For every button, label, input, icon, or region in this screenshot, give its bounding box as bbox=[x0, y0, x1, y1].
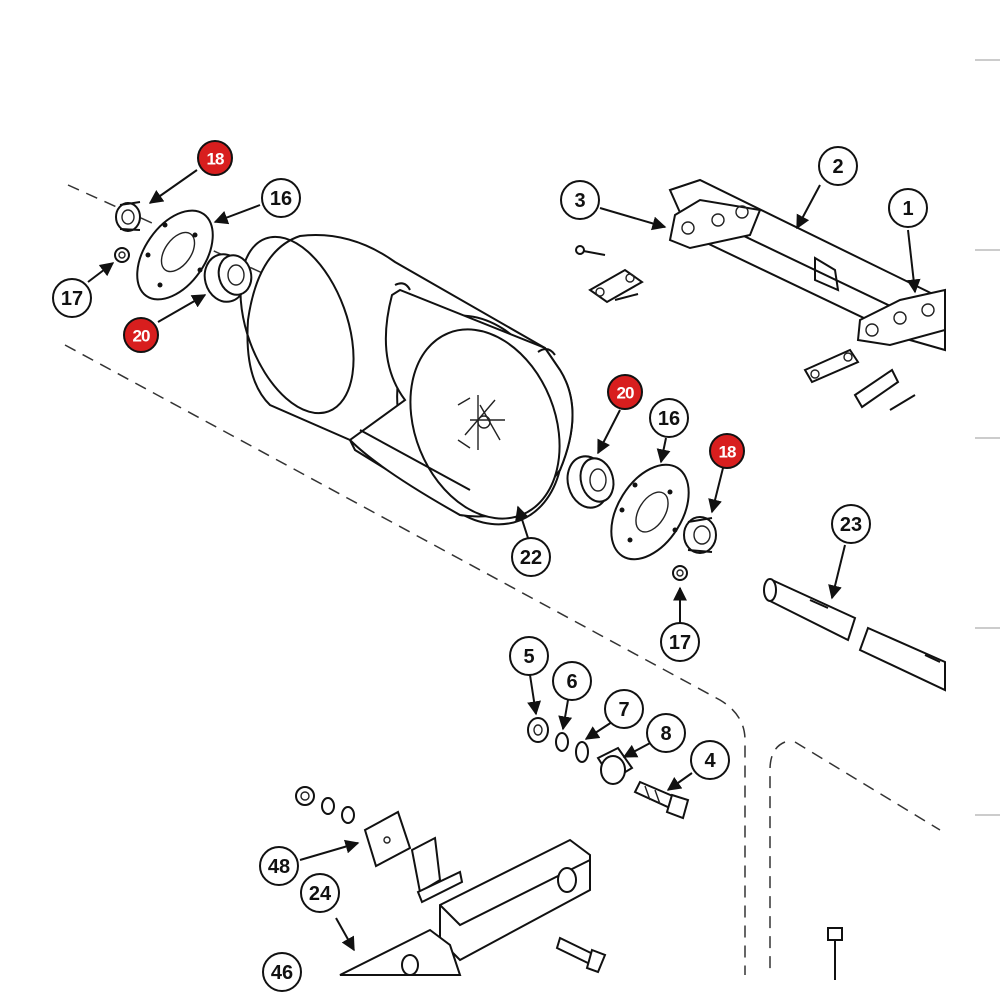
callout-18-left-label: 18 bbox=[207, 150, 224, 169]
callout-24: 24 bbox=[300, 873, 340, 913]
callout-8-label: 8 bbox=[660, 723, 671, 745]
callout-4-label: 4 bbox=[704, 750, 716, 772]
callout-20-left-label: 20 bbox=[133, 327, 150, 346]
callout-7: 7 bbox=[604, 689, 644, 729]
left-bearing-assembly bbox=[114, 201, 253, 303]
callout-48: 48 bbox=[259, 846, 299, 886]
callout-3: 3 bbox=[560, 180, 600, 220]
callout-17-right: 17 bbox=[660, 622, 700, 662]
callout-20-right-label: 20 bbox=[617, 384, 634, 403]
callout-1-label: 1 bbox=[902, 198, 913, 220]
callout-46-label: 46 bbox=[271, 962, 293, 984]
right-bearing-assembly bbox=[566, 455, 717, 581]
callout-17-right-label: 17 bbox=[669, 632, 691, 654]
roller-drum-part bbox=[239, 234, 574, 526]
callout-6-label: 6 bbox=[566, 671, 577, 693]
callout-leader-lines bbox=[87, 169, 921, 952]
callout-3-label: 3 bbox=[574, 190, 585, 212]
callout-2: 2 bbox=[818, 146, 858, 186]
callout-22-label: 22 bbox=[520, 547, 542, 569]
callout-5-label: 5 bbox=[523, 646, 534, 668]
callout-23: 23 bbox=[831, 504, 871, 544]
callout-20-left: 20 bbox=[123, 317, 159, 353]
callout-7-label: 7 bbox=[618, 699, 629, 721]
callout-18-right: 18 bbox=[709, 433, 745, 469]
callout-23-label: 23 bbox=[840, 514, 862, 536]
callout-16-right-label: 16 bbox=[658, 408, 680, 430]
callout-16-left-label: 16 bbox=[270, 188, 292, 210]
callout-16-right: 16 bbox=[649, 398, 689, 438]
callout-1: 1 bbox=[888, 188, 928, 228]
callout-8: 8 bbox=[646, 713, 686, 753]
callout-17-left: 17 bbox=[52, 278, 92, 318]
callout-18-left: 18 bbox=[197, 140, 233, 176]
callout-16-left: 16 bbox=[261, 178, 301, 218]
callout-2-label: 2 bbox=[832, 156, 843, 178]
callout-46: 46 bbox=[262, 952, 302, 992]
callout-5: 5 bbox=[509, 636, 549, 676]
callout-18-right-label: 18 bbox=[719, 443, 736, 462]
callout-24-label: 24 bbox=[309, 883, 332, 905]
mounting-bracket-part bbox=[295, 786, 843, 980]
callout-20-right: 20 bbox=[607, 374, 643, 410]
page-edge-marks bbox=[975, 59, 1000, 816]
shaft-part bbox=[763, 578, 946, 692]
conveyor-chain-part bbox=[575, 178, 946, 411]
fastener-hardware bbox=[527, 717, 690, 820]
callout-48-label: 48 bbox=[268, 856, 290, 878]
callout-17-left-label: 17 bbox=[61, 288, 83, 310]
callout-4: 4 bbox=[690, 740, 730, 780]
callout-6: 6 bbox=[552, 661, 592, 701]
callout-22: 22 bbox=[511, 537, 551, 577]
dashed-assembly-outline bbox=[64, 184, 941, 975]
